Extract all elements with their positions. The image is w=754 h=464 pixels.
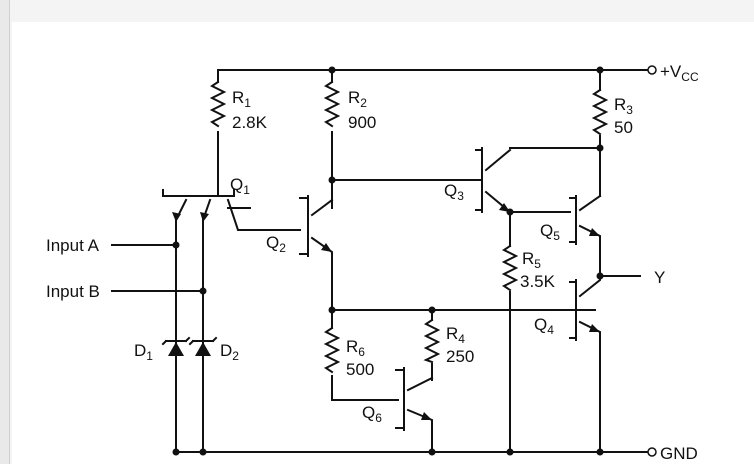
r4-name: R4: [446, 324, 465, 346]
q3-label: Q3: [444, 181, 464, 203]
r6-name: R6: [346, 337, 365, 359]
q5-bar-ticks: [569, 197, 577, 243]
q2-arrow: [321, 243, 332, 252]
q1-label: Q1: [230, 175, 250, 197]
q6-label: Q6: [362, 403, 382, 425]
q3-arrow: [499, 203, 510, 212]
d1-label: D1: [134, 341, 153, 363]
wires: [111, 69, 649, 453]
r6-zigzag: [323, 326, 341, 374]
d1-symbol: [168, 342, 184, 356]
emitter-arrows: [172, 203, 600, 420]
r2-value: 900: [348, 113, 376, 132]
r4-value: 250: [446, 347, 474, 366]
q5-collector: [578, 194, 602, 212]
r2-zigzag: [323, 80, 341, 128]
left-border: [0, 0, 10, 464]
d2-symbol: [195, 342, 211, 356]
r4-zigzag: [423, 318, 441, 364]
d2-bar: [188, 336, 218, 346]
q4-arrow: [589, 324, 600, 332]
q4-label: Q4: [534, 315, 554, 337]
q1-emitter-b: [202, 198, 212, 453]
q6-bar-ticks: [395, 369, 405, 429]
q6-emitter: [406, 408, 433, 453]
r1-zigzag: [209, 80, 227, 128]
vcc-terminal: [647, 65, 657, 75]
r6-value: 500: [346, 360, 374, 379]
junctions: [172, 66, 604, 456]
r3-zigzag: [591, 88, 609, 136]
r6-wire: [331, 309, 399, 401]
q2-collector: [310, 198, 334, 217]
r2-name: R2: [348, 88, 367, 110]
r1-name: R1: [232, 88, 251, 110]
q6-arrow: [421, 412, 432, 420]
vcc-label: +VCC: [660, 62, 699, 84]
r1-value: 2.8K: [232, 113, 268, 132]
q3-emitter: [484, 190, 511, 241]
gnd-terminal: [647, 447, 657, 457]
output-y-label: Y: [654, 268, 665, 287]
q1-emitter-a: [175, 198, 188, 453]
q3-collector: [484, 148, 512, 172]
input-a-label: Input A: [46, 236, 100, 255]
q5-label: Q5: [540, 221, 560, 243]
q4-emitter: [578, 320, 601, 453]
r5-value: 3.5K: [520, 272, 556, 291]
q6-collector: [406, 376, 434, 392]
r3-name: R3: [614, 95, 633, 117]
r5-name: R5: [522, 249, 541, 271]
q4-bar-ticks: [569, 281, 577, 339]
q5-arrow: [589, 228, 600, 236]
q3-bar-ticks: [475, 149, 483, 211]
q4-collector: [578, 275, 601, 298]
q2-label: Q2: [266, 233, 286, 255]
d1-bar: [161, 336, 191, 346]
d2-label: D2: [220, 341, 239, 363]
r3-value: 50: [614, 118, 633, 137]
input-b-label: Input B: [46, 282, 100, 301]
q1-arrow-b: [200, 212, 209, 222]
q2-bar-ticks: [299, 197, 309, 255]
gnd-label: GND: [660, 444, 698, 463]
r5-zigzag: [501, 244, 519, 292]
resistor-zigzags: [209, 80, 609, 374]
q1-arrow-a: [172, 212, 181, 222]
diagram-canvas: [12, 22, 754, 464]
diodes: [161, 336, 218, 356]
q1-base-ends: [162, 189, 235, 197]
q1-collector: [226, 198, 301, 231]
